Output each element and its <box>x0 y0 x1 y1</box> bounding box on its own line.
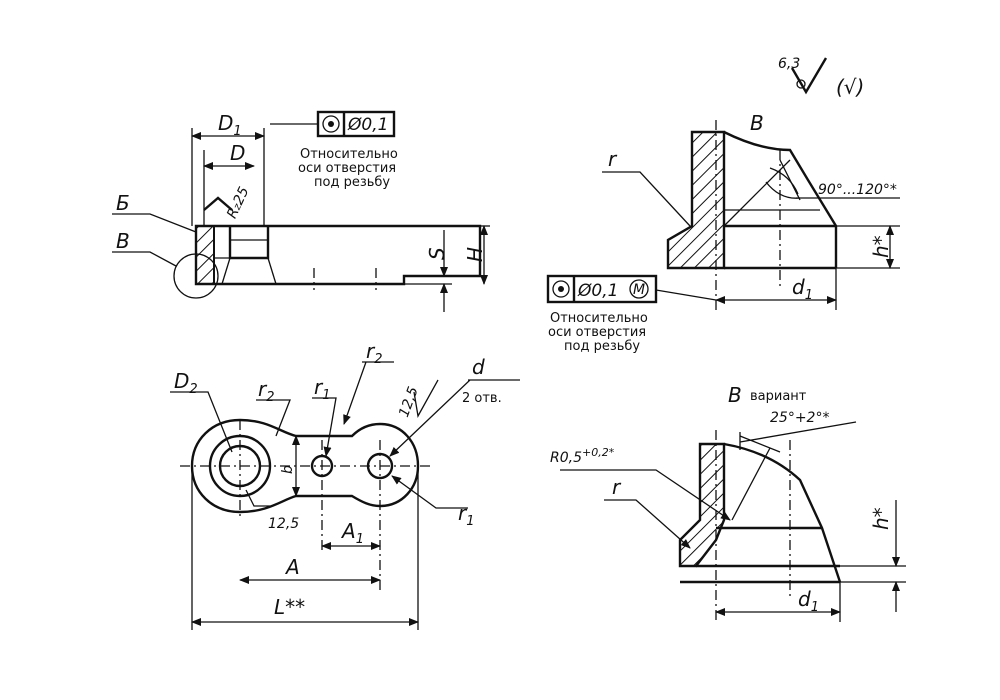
roughness-symbol: 6,3 (√) <box>778 56 864 99</box>
section-view-top-left: Б В D1 D Rz25 Ø0,1 Относительно оси отве… <box>112 110 490 312</box>
label-v-cyr: В <box>116 229 130 253</box>
dim-L: L** <box>274 595 305 619</box>
angle2-label: 25°+2°* <box>770 410 829 426</box>
label-b-cyr: Б <box>116 191 130 215</box>
dim-b: b <box>280 465 296 474</box>
note-line1: Относительно <box>300 147 398 162</box>
dim-A: A <box>284 555 300 579</box>
dim-h: h* <box>869 235 893 258</box>
dim-D1: D1 <box>218 111 242 139</box>
tolerance-frame-top-left: Ø0,1 <box>270 110 396 138</box>
label-r1b: r1 <box>458 501 475 529</box>
label-holes: 2 отв. <box>462 391 502 406</box>
dim-d1: d1 <box>792 275 813 303</box>
rough-bottom: 12,5 <box>268 516 299 532</box>
dim-H: H <box>463 247 487 262</box>
roughness-rz25: Rz25 <box>224 184 252 221</box>
label-r2a: r2 <box>258 377 275 405</box>
label-r2: r <box>612 475 622 499</box>
tolerance-modifier: M <box>633 282 645 298</box>
dim-A1: A1 <box>340 519 364 547</box>
label-D2: D2 <box>174 369 198 397</box>
angle-label: 90°...120°* <box>818 182 897 198</box>
detail-view-top-right: В 90°...120°* r h* d1 <box>546 111 900 354</box>
note2-line1: Относительно <box>550 311 648 326</box>
label-d: d <box>472 355 485 379</box>
roughness-value: 6,3 <box>778 56 800 72</box>
detail-title: В <box>750 111 764 135</box>
label-r1a: r1 <box>314 375 331 403</box>
radius-label: R0,5+0,2* <box>550 446 615 466</box>
dim-h2: h* <box>869 507 893 530</box>
tolerance-frame-top-right: Ø0,1 M <box>546 274 717 304</box>
label-r2b: r2 <box>366 339 383 367</box>
detail2-title: В <box>728 383 742 407</box>
note-line3: под резьбу <box>314 175 390 190</box>
detail2-note: вариант <box>750 389 807 404</box>
plan-view-bottom-left: b D2 r2 r1 r2 d 2 отв. 12,5 12,5 r1 A1 A… <box>170 339 520 630</box>
note-line2: оси отверстия <box>298 161 396 176</box>
note2-line2: оси отверстия <box>548 325 646 340</box>
dim-D: D <box>230 141 245 165</box>
label-r: r <box>608 147 618 171</box>
tolerance-value-2: Ø0,1 <box>577 281 618 301</box>
dim-d1-2: d1 <box>798 587 819 615</box>
detail-view-bottom-right: В вариант 25°+2°* R0,5+0,2* r h* d1 <box>550 383 906 622</box>
roughness-remaining: (√) <box>836 75 864 99</box>
note2-line3: под резьбу <box>564 339 640 354</box>
dim-S: S <box>425 247 449 260</box>
tolerance-value: Ø0,1 <box>347 115 388 135</box>
